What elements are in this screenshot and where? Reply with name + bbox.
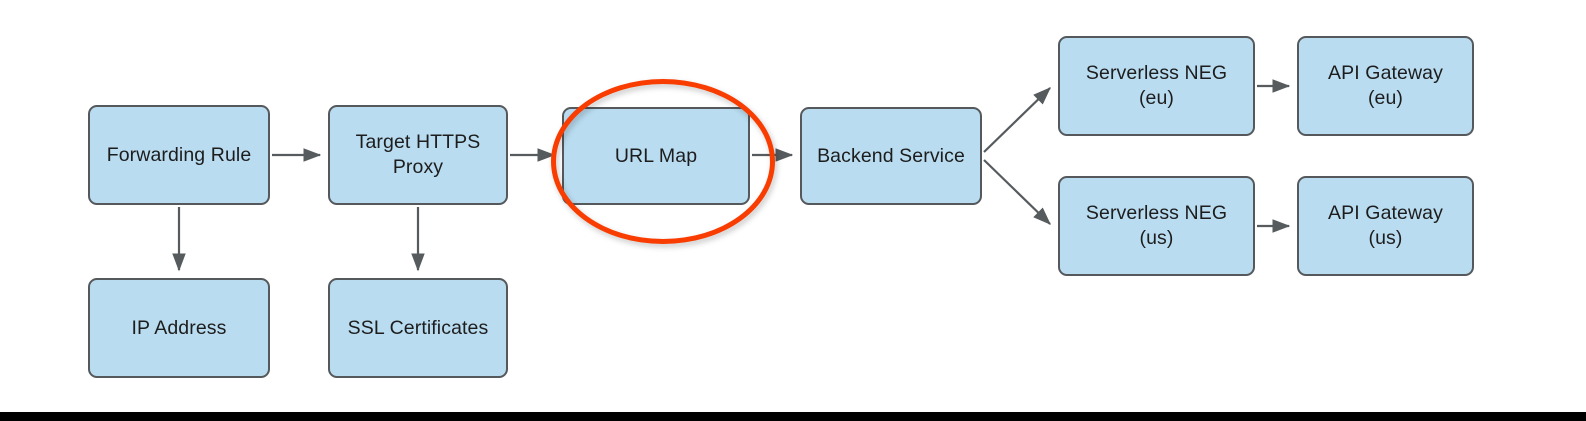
node-label: SSL Certificates — [347, 316, 489, 339]
node-target-https-proxy[interactable]: Target HTTPS Proxy — [328, 105, 508, 205]
footer-bar — [0, 412, 1586, 421]
node-label: URL Map — [614, 144, 698, 167]
node-api-gateway-eu[interactable]: API Gateway (eu) — [1297, 36, 1474, 136]
edge-backend-service-to-serverless-neg-us — [983, 159, 1051, 225]
node-label: API Gateway (us) — [1328, 202, 1443, 249]
node-label: Backend Service — [817, 144, 965, 167]
node-forwarding-rule[interactable]: Forwarding Rule — [88, 105, 270, 205]
node-label: IP Address — [131, 316, 227, 339]
node-label: Serverless NEG (us) — [1085, 202, 1228, 249]
node-label: Forwarding Rule — [106, 143, 252, 166]
node-label: API Gateway (eu) — [1328, 62, 1443, 109]
node-url-map[interactable]: URL Map — [562, 107, 750, 205]
node-ssl-certificates[interactable]: SSL Certificates — [328, 278, 508, 378]
node-label: Target HTTPS Proxy — [355, 131, 481, 178]
node-backend-service[interactable]: Backend Service — [800, 107, 982, 205]
node-serverless-neg-us[interactable]: Serverless NEG (us) — [1058, 176, 1255, 276]
node-label: Serverless NEG (eu) — [1085, 62, 1228, 109]
node-serverless-neg-eu[interactable]: Serverless NEG (eu) — [1058, 36, 1255, 136]
node-ip-address[interactable]: IP Address — [88, 278, 270, 378]
edge-backend-service-to-serverless-neg-eu — [983, 87, 1051, 153]
node-api-gateway-us[interactable]: API Gateway (us) — [1297, 176, 1474, 276]
